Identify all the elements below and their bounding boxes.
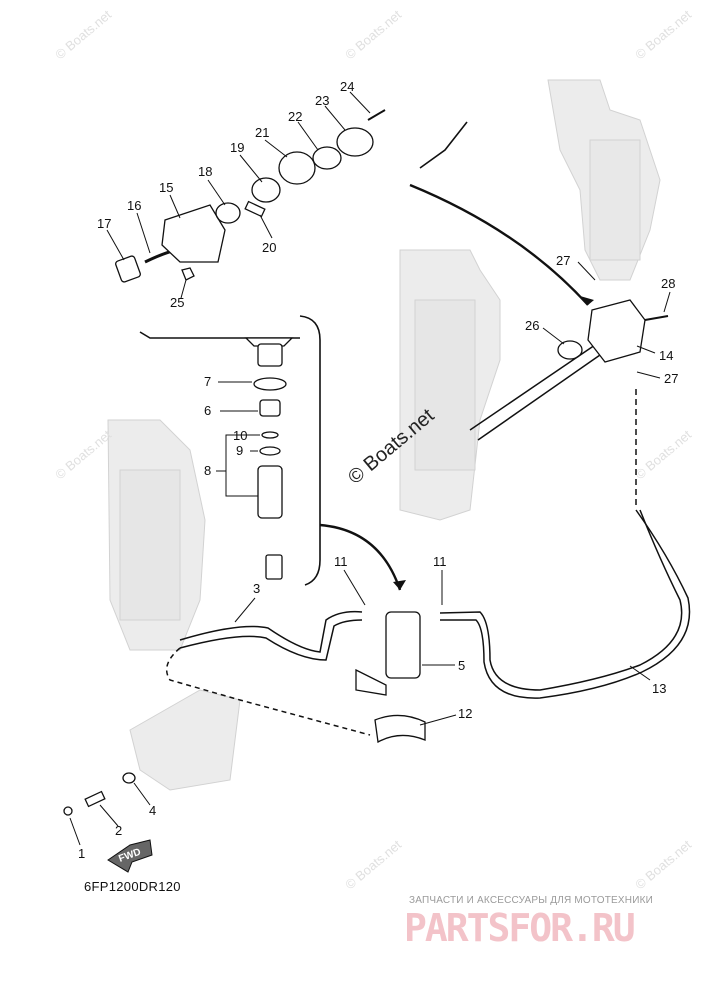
- footer-logo: PARTSFOR.RU: [404, 906, 636, 950]
- callout-leaders: [69, 91, 671, 846]
- callout-4: 4: [149, 803, 156, 818]
- part-26: [557, 340, 583, 360]
- upper-bracket-right: [419, 121, 468, 169]
- part-9: [259, 446, 281, 456]
- part-7: [253, 377, 287, 391]
- callout-18: 18: [198, 164, 212, 179]
- callout-23: 23: [315, 93, 329, 108]
- callout-2: 2: [115, 823, 122, 838]
- callout-8: 8: [204, 463, 211, 478]
- part-8: [257, 465, 283, 519]
- svg-text:© Boats.net: © Boats.net: [632, 427, 694, 483]
- callout-1: 1: [78, 846, 85, 861]
- callout-19: 19: [230, 140, 244, 155]
- callout-6: 6: [204, 403, 211, 418]
- part-1: [63, 806, 73, 816]
- ghost-engine-components: [107, 79, 661, 791]
- callout-13: 13: [652, 681, 666, 696]
- callout-20: 20: [262, 240, 276, 255]
- callout-27-bottom: 27: [664, 371, 678, 386]
- callout-10: 10: [233, 428, 247, 443]
- part-21: [278, 151, 316, 185]
- callout-14: 14: [659, 348, 673, 363]
- connector: [355, 668, 387, 696]
- callout-11-left: 11: [334, 554, 348, 569]
- svg-text:© Boats.net: © Boats.net: [632, 7, 694, 63]
- callout-3: 3: [253, 581, 260, 596]
- fuel-filter-assembly: [63, 337, 426, 816]
- part-5: [385, 611, 421, 679]
- part-12: [374, 714, 426, 744]
- part-10: [261, 431, 279, 439]
- footer-subtitle: ЗАПЧАСТИ И АКСЕССУАРЫ ДЛЯ МОТОТЕХНИКИ: [409, 895, 654, 906]
- part-2: [84, 790, 106, 808]
- callout-27-top: 27: [556, 253, 570, 268]
- part-19: [251, 177, 281, 203]
- svg-text:© Boats.net: © Boats.net: [342, 837, 404, 893]
- diagram-code: 6FP1200DR120: [84, 879, 181, 894]
- callout-22: 22: [288, 109, 302, 124]
- callout-5: 5: [458, 658, 465, 673]
- fuel-hoses: [165, 344, 691, 736]
- svg-text:© Boats.net: © Boats.net: [342, 7, 404, 63]
- part-18-spring: [215, 202, 241, 224]
- leader-arrows: [319, 183, 589, 591]
- svg-text:© Boats.net: © Boats.net: [632, 837, 694, 893]
- filter-bracket: [299, 315, 321, 586]
- part-25: [181, 267, 195, 281]
- part-20: [244, 200, 266, 218]
- callout-24: 24: [340, 79, 354, 94]
- callout-15: 15: [159, 180, 173, 195]
- callout-9: 9: [236, 443, 243, 458]
- fwd-arrow: FWD: [107, 839, 153, 873]
- part-6: [259, 399, 281, 417]
- callout-labels: 1 2 3 4 5 6 7 8 9 10 11 11 12 13 14 15 1…: [78, 79, 678, 861]
- part-22: [312, 146, 342, 170]
- callout-16: 16: [127, 198, 141, 213]
- part-28: [644, 315, 669, 321]
- callout-25: 25: [170, 295, 184, 310]
- pump-assembly-14: [557, 299, 669, 363]
- svg-text:© Boats.net: © Boats.net: [52, 427, 114, 483]
- callout-26: 26: [525, 318, 539, 333]
- part-15-body: [161, 204, 226, 263]
- svg-text:© Boats.net: © Boats.net: [52, 7, 114, 63]
- fuel-pump-parts: [115, 109, 386, 283]
- callout-7: 7: [204, 374, 211, 389]
- part-24: [367, 109, 386, 121]
- callout-11-right: 11: [433, 554, 447, 569]
- part-4: [122, 772, 136, 784]
- callout-21: 21: [255, 125, 269, 140]
- callout-17: 17: [97, 216, 111, 231]
- upper-bracket: [139, 331, 300, 339]
- part-23: [336, 127, 374, 157]
- callout-12: 12: [458, 706, 472, 721]
- part-17: [115, 255, 141, 283]
- callout-28: 28: [661, 276, 675, 291]
